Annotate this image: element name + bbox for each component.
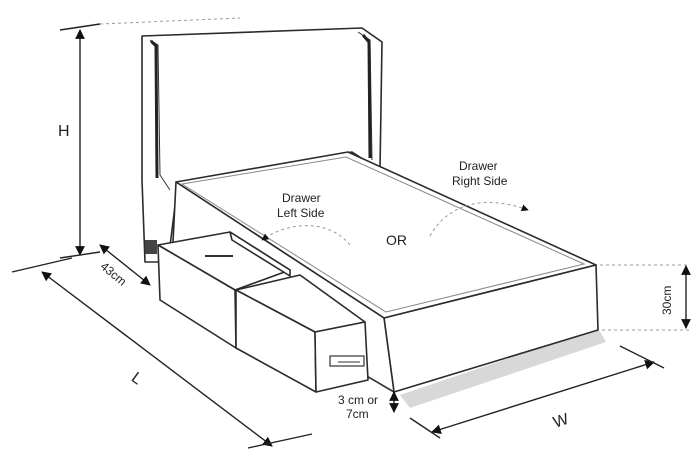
base-height-dimension <box>600 264 691 331</box>
clearance-label-line2: 7cm <box>346 407 369 421</box>
length-dimension <box>11 257 313 449</box>
drawer-depth-label: 43cm <box>98 259 129 289</box>
length-label: L <box>128 369 145 388</box>
clearance-label-line1: 3 cm or <box>338 393 378 407</box>
left-swing-arrow <box>261 225 351 246</box>
drawer-handle <box>329 355 365 367</box>
right-swing-arrow <box>429 202 529 237</box>
height-label: H <box>58 123 70 140</box>
drawer-depth-dimension <box>99 244 151 286</box>
or-label: OR <box>386 232 407 248</box>
width-label: W <box>551 411 571 432</box>
width-dimension <box>409 345 665 439</box>
drawer-left-label-line1: Drawer <box>282 191 321 205</box>
base-height-label: 30cm <box>660 286 674 315</box>
drawer-right-label-line1: Drawer <box>459 159 498 173</box>
drawer-left-label-line2: Left Side <box>277 206 325 220</box>
height-dimension <box>59 17 241 259</box>
drawer-right-label-line2: Right Side <box>452 174 508 188</box>
bed-leg <box>145 240 157 254</box>
